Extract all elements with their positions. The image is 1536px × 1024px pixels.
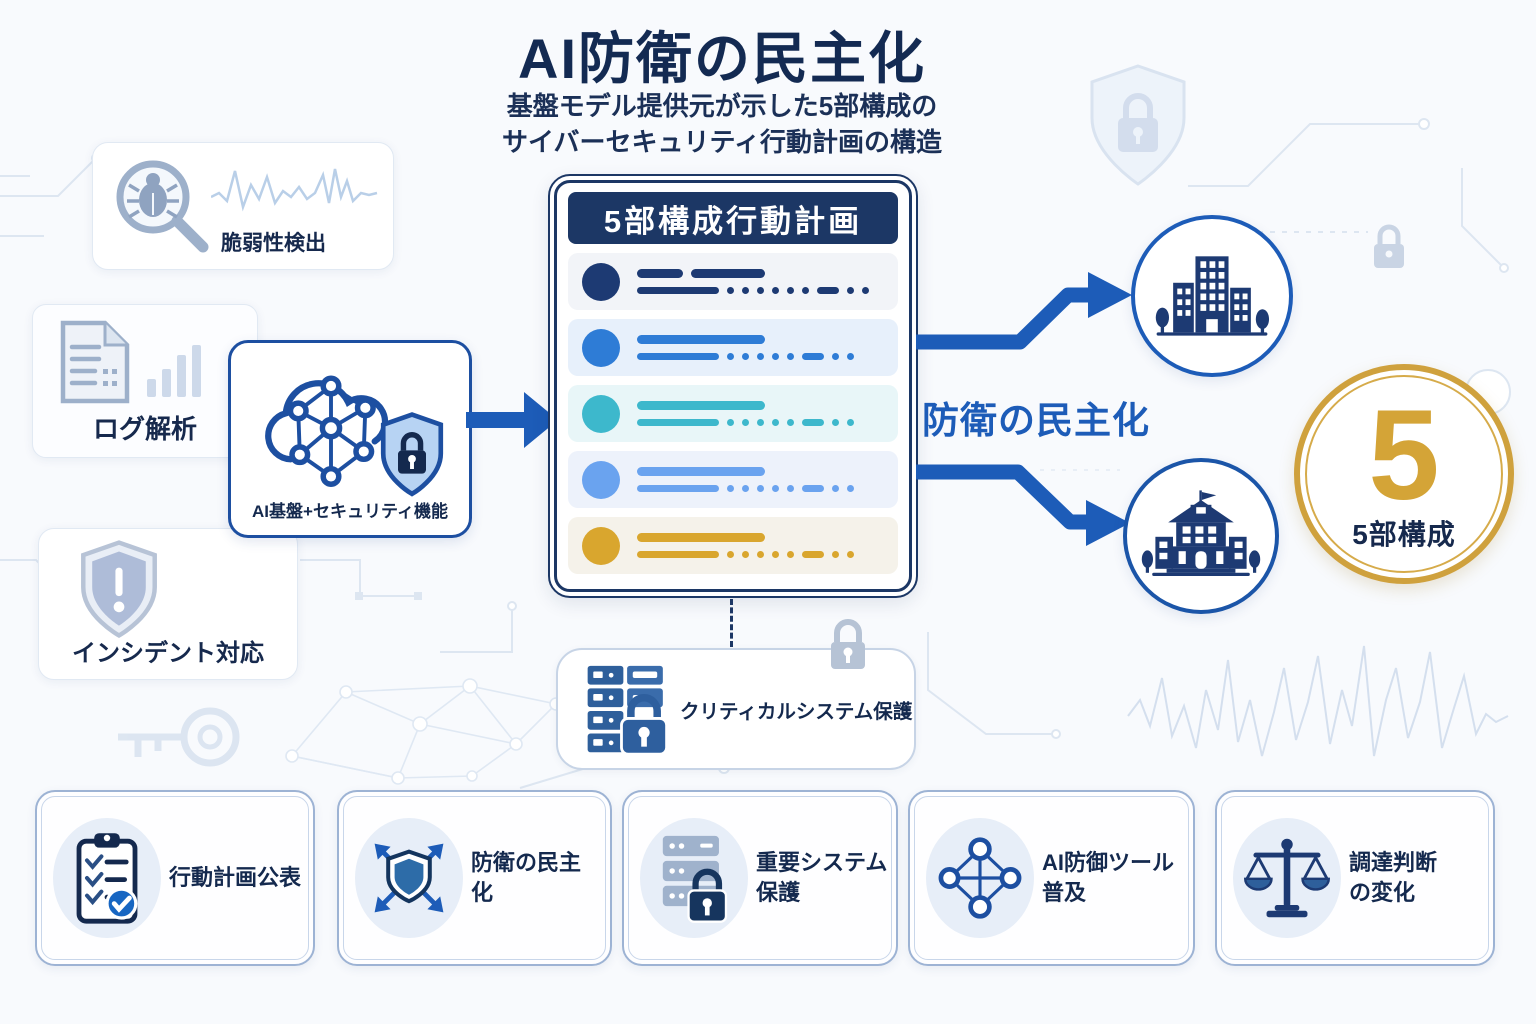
shield-alert-icon: [81, 540, 157, 638]
card-protect-systems: 重要システム 保護: [622, 790, 898, 966]
page-subtitle-line1: 基盤モデル提供元が示した5部構成の: [506, 91, 938, 121]
shield-lock-icon: [380, 412, 444, 497]
card-spread-ai-tools: AI防御ツール 普及: [908, 790, 1195, 966]
network-nodes-icon: [938, 837, 1022, 919]
page-subtitle-line2: サイバーセキュリティ行動計画の構造: [502, 127, 942, 157]
badge-label: 5部構成: [1352, 518, 1456, 550]
server-lock-icon: [662, 835, 728, 923]
government-building-icon: [1141, 490, 1261, 576]
card-procurement-change-label: 調達判断 の変化: [1349, 850, 1438, 905]
log-analysis-card: ログ解析: [32, 304, 258, 458]
badge-number: 5: [1368, 384, 1440, 528]
plan-row-3-bullet: [582, 394, 620, 433]
plan-row-1: [568, 253, 898, 310]
page-title: AI防衛の民主化: [518, 27, 926, 90]
shield-expand-icon: [374, 843, 444, 913]
card-democratize-defense-label: 防衛の民主化: [471, 850, 582, 905]
badge-inner-ring: [1305, 375, 1503, 573]
plan-row-5: [568, 517, 898, 574]
card-publish-plan: 行動計画公表: [35, 790, 315, 966]
enterprise-circle: [1131, 215, 1293, 377]
ai-foundation-label: AI基盤+セキュリティ機能: [252, 502, 448, 521]
plan-row-5-bullet: [582, 526, 620, 565]
card-publish-plan-label: 行動計画公表: [169, 865, 302, 891]
plan-row-3: [568, 385, 898, 442]
key-watermark-icon: [118, 707, 240, 767]
server-lock-icon: [587, 665, 669, 756]
bug-magnifier-icon: [116, 160, 209, 253]
plan-row-2: [568, 319, 898, 376]
plan-panel-inner: 5部構成行動計画: [554, 180, 912, 592]
vulnerability-detection-card: 脆弱性検出: [92, 142, 394, 270]
government-circle: [1123, 458, 1279, 614]
five-part-badge: 5 5部構成: [1294, 364, 1514, 584]
critical-system-label: クリティカルシステム保護: [680, 700, 913, 723]
critical-system-box: クリティカルシステム保護: [556, 648, 916, 770]
balance-scale-icon: [1244, 838, 1330, 918]
card-protect-systems-label: 重要システム 保護: [756, 850, 888, 905]
card-procurement-change: 調達判断 の変化: [1215, 790, 1495, 966]
plan-panel-rows: [568, 253, 898, 574]
clipboard-check-icon: [76, 833, 138, 924]
card-democratize-defense: 防衛の民主化: [337, 790, 612, 966]
gray-lock-icon: [831, 619, 865, 669]
log-analysis-label: ログ解析: [92, 414, 197, 444]
plan-row-2-bullet: [582, 328, 620, 367]
vulnerability-detection-label: 脆弱性検出: [221, 232, 326, 255]
ai-foundation-box: AI基盤+セキュリティ機能: [228, 340, 472, 538]
arrow-panel-to-government: [916, 464, 1130, 546]
dashed-connector: [730, 599, 733, 647]
document-icon: [60, 320, 130, 404]
democratization-flow-label: 防衛の民主化: [922, 400, 1150, 441]
card-spread-ai-tools-label: AI防御ツール 普及: [1042, 850, 1175, 905]
arrow-panel-to-enterprise: [916, 272, 1132, 350]
five-part-plan-panel: 5部構成行動計画: [548, 174, 918, 598]
incident-response-label: インシデント対応: [72, 640, 264, 667]
office-buildings-icon: [1155, 256, 1270, 336]
plan-row-4: [568, 451, 898, 508]
plan-panel-header: 5部構成行動計画: [568, 192, 898, 244]
waveform-decoration: [1127, 645, 1509, 757]
barchart-icon: [147, 345, 201, 397]
incident-response-card: インシデント対応: [38, 528, 298, 680]
plan-row-4-bullet: [582, 460, 620, 499]
waveform-icon: [211, 168, 378, 212]
small-lock-watermark-icon: [1374, 224, 1404, 268]
plan-row-1-bullet: [582, 262, 620, 301]
shield-watermark-icon: [1090, 64, 1186, 186]
cloud-network-icon: [265, 375, 389, 488]
arrow-box-to-panel: [466, 392, 558, 448]
